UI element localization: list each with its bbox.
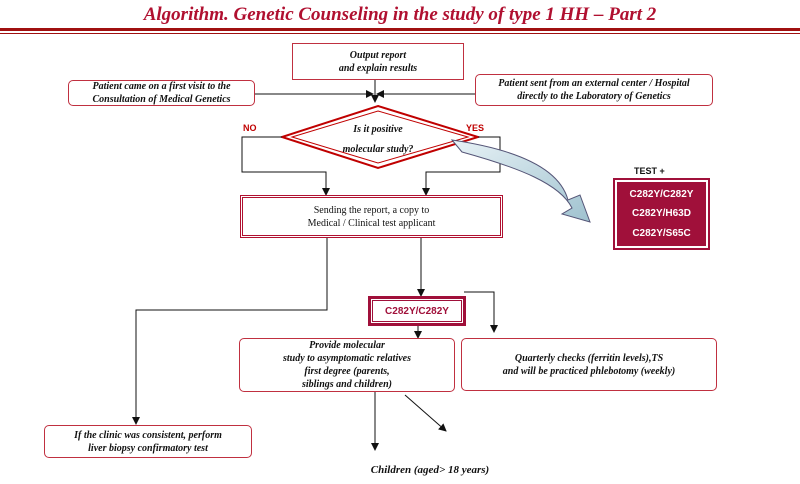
children-label: Children (aged> 18 years) [370,464,490,476]
no-label: NO [243,123,257,133]
yes-label: YES [466,123,485,133]
connector-to-quarterly [464,291,498,333]
connector-no [241,136,330,196]
test-plus-label: TEST + [634,166,665,176]
output-report-box: Output report and explain results [292,43,464,80]
quarterly-checks-box: Quarterly checks (ferritin levels),TS an… [461,338,717,391]
patient-external-box: Patient sent from an external center / H… [475,74,713,106]
title-rule-thin [0,33,800,34]
genotype-box: C282Y/C282Y [368,296,466,326]
test-results-box: C282Y/C282Y C282Y/H63D C282Y/S65C [613,178,710,250]
connector-yes [422,136,501,196]
decision-text: Is it positive molecular study? [342,124,414,155]
provide-study-box: Provide molecular study to asymptomatic … [239,338,455,392]
connector-to-liver [132,238,328,425]
page-title: Algorithm. Genetic Counseling in the stu… [143,4,657,25]
callout-arrow [450,139,591,223]
liver-biopsy-box: If the clinic was consistent, perform li… [44,425,252,458]
patient-first-visit-box: Patient came on a first visit to the Con… [68,80,255,106]
sending-report-box: Sending the report, a copy to Medical / … [240,195,503,238]
title-rule [0,28,800,31]
test-item: C282Y/C282Y [629,189,694,201]
test-item: C282Y/S65C [632,227,691,239]
connector-diagonal [404,394,447,432]
test-item: C282Y/H63D [632,208,691,220]
decision-diamond [278,104,482,170]
